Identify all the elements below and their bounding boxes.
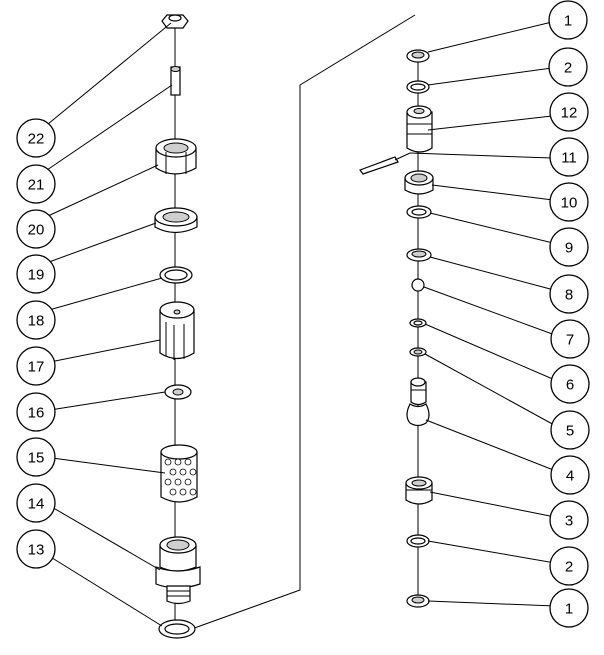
part-17-filter-housing — [159, 301, 195, 360]
part-6-small-washer — [409, 318, 427, 328]
callout-11: 11 — [549, 137, 589, 177]
callout-2-top: 2 — [548, 47, 588, 87]
callout-label: 22 — [28, 131, 45, 148]
part-16-washer — [164, 384, 192, 400]
callout-13: 13 — [16, 529, 56, 569]
part-4-plunger — [406, 377, 430, 427]
callout-20: 20 — [16, 209, 56, 249]
callout-label: 16 — [28, 405, 45, 422]
callout-2-bottom: 2 — [549, 546, 589, 586]
callout-label: 1 — [565, 601, 573, 618]
callout-label: 17 — [28, 359, 45, 376]
callout-22: 22 — [16, 118, 56, 158]
part-21-pin — [170, 66, 181, 96]
callout-6: 6 — [550, 364, 590, 404]
callout-1-top: 1 — [548, 0, 588, 40]
callout-9: 9 — [549, 227, 589, 267]
part-7-ball — [411, 278, 425, 292]
callout-4: 4 — [550, 455, 590, 495]
callout-label: 19 — [28, 267, 45, 284]
part-8-o-ring — [406, 248, 432, 262]
callout-10: 10 — [549, 182, 589, 222]
callout-label: 11 — [561, 150, 577, 167]
part-3-fitting — [405, 476, 433, 505]
callout-label: 14 — [28, 496, 45, 513]
callout-8: 8 — [549, 274, 589, 314]
callout-19: 19 — [16, 254, 56, 294]
part-9-washer — [406, 205, 432, 219]
assembly-connector-line — [174, 14, 416, 636]
callout-label: 20 — [28, 222, 45, 239]
part-2-ring-bottom — [406, 534, 430, 548]
callout-15: 15 — [16, 437, 56, 477]
callout-7: 7 — [550, 319, 590, 359]
callout-label: 13 — [28, 542, 45, 559]
callout-label: 3 — [565, 513, 573, 530]
part-2-ring-top — [406, 80, 430, 94]
callout-label: 21 — [28, 177, 45, 194]
callout-label: 7 — [566, 332, 574, 349]
callout-label: 9 — [565, 240, 573, 257]
callout-label: 1 — [564, 13, 572, 30]
part-18-o-ring — [159, 266, 193, 284]
callout-label: 15 — [28, 450, 45, 467]
part-14-inlet-fitting — [155, 536, 201, 605]
part-15-filter-screen — [160, 444, 198, 503]
part-1-seal-bottom — [406, 594, 430, 608]
part-12-valve-housing — [406, 105, 433, 153]
callout-16: 16 — [16, 392, 56, 432]
callout-14: 14 — [16, 483, 56, 523]
callout-label: 12 — [561, 105, 578, 122]
callout-label: 4 — [566, 468, 574, 485]
callout-label: 5 — [566, 423, 574, 440]
part-20-coupling-nut — [155, 138, 197, 175]
part-19-lock-nut — [154, 207, 198, 234]
part-1-seal-top — [406, 49, 430, 63]
callout-label: 10 — [561, 195, 578, 212]
part-13-gasket — [158, 619, 196, 639]
callout-21: 21 — [16, 164, 56, 204]
callout-label: 2 — [565, 559, 573, 576]
part-11-probe-pin — [359, 152, 411, 175]
callout-3: 3 — [549, 500, 589, 540]
part-5-spring-ring — [409, 347, 427, 357]
part-10-seat — [404, 170, 434, 195]
callout-label: 18 — [28, 313, 45, 330]
callout-17: 17 — [16, 346, 56, 386]
callout-12: 12 — [549, 92, 589, 132]
part-22-hex-nut — [161, 14, 189, 29]
callout-label: 8 — [565, 287, 573, 304]
callout-1-bottom: 1 — [549, 588, 589, 628]
callout-18: 18 — [16, 300, 56, 340]
callout-label: 6 — [566, 377, 574, 394]
callout-label: 2 — [564, 60, 572, 77]
leader-lines — [46, 21, 557, 627]
callout-5: 5 — [550, 410, 590, 450]
